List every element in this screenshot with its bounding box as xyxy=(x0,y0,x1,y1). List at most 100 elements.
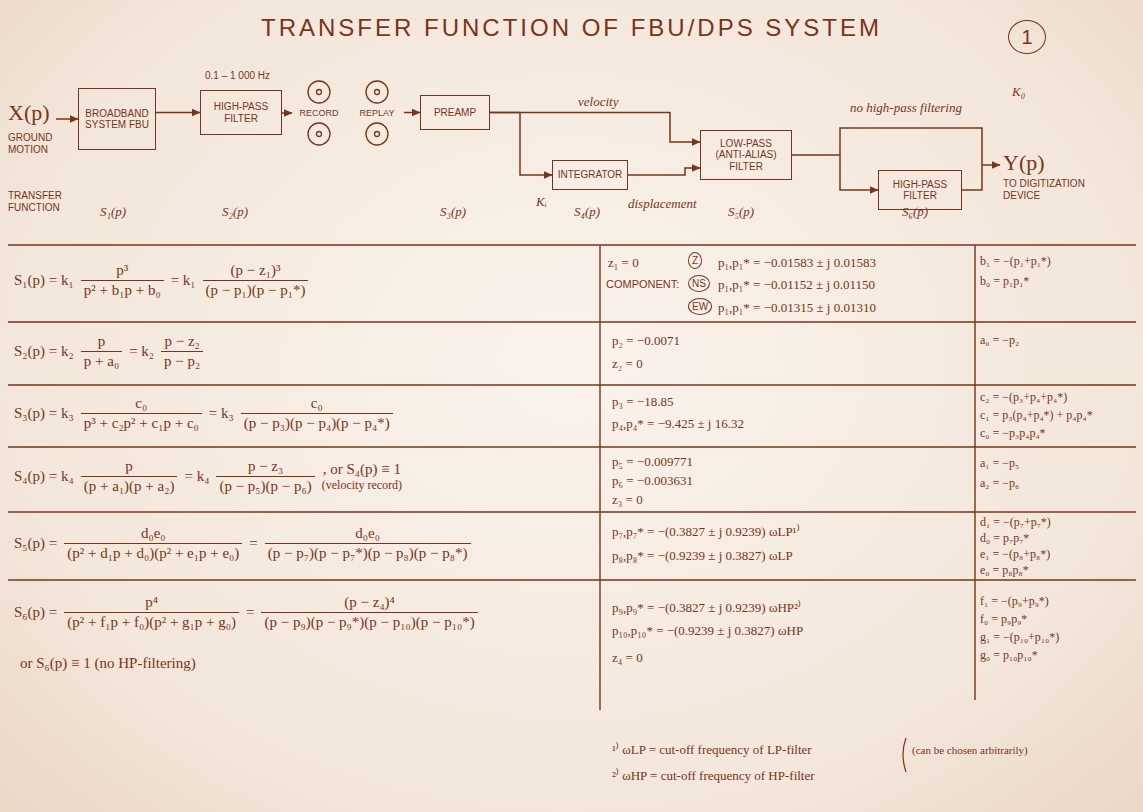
note: 0.1 – 1 000 Hz xyxy=(205,70,270,82)
bracket xyxy=(903,738,906,772)
note: TO DIGITIZATION DEVICE xyxy=(1003,178,1108,201)
function-name: S₂(p) xyxy=(222,204,248,220)
parameter: p₉,p₉* = −(0.3827 ± j 0.9239) ωHP²⁾ xyxy=(612,598,801,616)
filter-box: HIGH-PASS FILTER xyxy=(200,90,282,135)
parameter: p₁,p₁* = −0.01583 ± j 0.01583 xyxy=(718,255,876,271)
parameter: a₁ = −p₅ xyxy=(980,456,1019,471)
equation-term: = xyxy=(246,604,254,621)
parameter: f₁ = −(p₉+p₉*) xyxy=(980,594,1049,609)
equation-term: (p² + f₁p + f₀)(p² + g₁p + g₀) xyxy=(64,613,239,631)
parameter: b₁ = −(p₁+p₁*) xyxy=(980,254,1051,269)
equation-term: S₄(p) = k₄ xyxy=(14,468,74,485)
fraction: p − z₂p − p₂ xyxy=(161,333,203,370)
fraction: p⁴(p² + f₁p + f₀)(p² + g₁p + g₀) xyxy=(64,594,239,631)
equation-term: = k₃ xyxy=(209,405,234,422)
equation-term: p xyxy=(81,333,122,352)
parameter: z₃ = 0 xyxy=(612,492,643,508)
equation: S₆(p) = p⁴(p² + f₁p + f₀)(p² + g₁p + g₀) =… xyxy=(14,594,478,631)
component-tag: Z xyxy=(688,252,702,269)
parameter: c₀ = −p₃p₄p₄* xyxy=(980,426,1046,441)
signal-connector xyxy=(282,112,292,114)
parameter: p₂ = −0.0071 xyxy=(612,333,680,349)
parameter: g₀ = p₁₀p₁₀* xyxy=(980,648,1038,663)
parameter: p₅ = −0.009771 xyxy=(612,454,693,470)
equation-term: p³ + c₂p² + c₁p + c₀ xyxy=(81,414,202,432)
equation-term: S₆(p) = xyxy=(14,604,57,621)
equation-term: (p − p₅)(p − p₆) xyxy=(216,477,314,495)
parameter: a₀ = −p₂ xyxy=(980,333,1019,348)
parameter: b₀ = p₁p₁* xyxy=(980,274,1029,289)
signal-connector xyxy=(792,155,878,190)
equation-term: (p² + d₁p + d₀)(p² + e₁p + e₀) xyxy=(64,544,242,562)
equation-term: (p + a₁)(p + a₂) xyxy=(81,477,178,495)
fraction: c₀p³ + c₂p² + c₁p + c₀ xyxy=(81,395,202,432)
equation-term: (p − p₁)(p − p₁*) xyxy=(203,281,309,299)
fraction: (p − z₁)³(p − p₁)(p − p₁*) xyxy=(203,262,309,299)
equation-term: p⁴ xyxy=(64,594,239,613)
parameter: p₈,p₈* = −(0.9239 ± j 0.3827) ωLP xyxy=(612,548,793,564)
equation-term: (p − p₃)(p − p₄)(p − p₄*) xyxy=(241,414,393,432)
gain-symbol: K₀ xyxy=(1012,84,1025,100)
equation-note: or S₆(p) ≡ 1 (no HP-filtering) xyxy=(20,655,196,672)
fraction: p³p² + b₁p + b₀ xyxy=(81,262,164,299)
filter-box: LOW-PASS (ANTI-ALIAS) FILTER xyxy=(700,130,792,180)
parameter: p₃ = −18.85 xyxy=(612,394,673,410)
tape-reel-label: REPLAY xyxy=(350,105,404,121)
fraction: d₀e₀(p − p₇)(p − p₇*)(p − p₈)(p − p₈*) xyxy=(265,525,471,562)
note: TRANSFER FUNCTION xyxy=(8,190,80,213)
equation-term: p + a₀ xyxy=(81,352,122,370)
box-text: BROADBAND SYSTEM FBU xyxy=(82,108,152,131)
equation-term: = k₄ xyxy=(184,468,209,485)
parameter: p₄,p₄* = −9.425 ± j 16.32 xyxy=(612,416,744,432)
equation-term: c₀ xyxy=(81,395,202,414)
parameter: z₄ = 0 xyxy=(612,650,643,666)
equation: S₃(p) = k₃c₀p³ + c₂p² + c₁p + c₀= k₃c₀(p… xyxy=(14,395,393,432)
equation-term: p − z₃ xyxy=(216,458,314,477)
signal-wires xyxy=(56,119,1000,190)
parameter: d₀ = p₇p₇* xyxy=(980,531,1029,546)
equation-term: d₀e₀ xyxy=(64,525,242,544)
equation-term: p² + b₁p + b₀ xyxy=(81,281,164,299)
note: COMPONENT: xyxy=(606,278,679,290)
integrator-box: INTEGRATOR xyxy=(552,160,628,190)
note: displacement xyxy=(628,196,697,212)
equation-term: p − z₂ xyxy=(161,333,203,352)
equation-term: (p − p₉)(p − p₉*)(p − p₁₀)(p − p₁₀*) xyxy=(261,613,477,631)
equation-term: p xyxy=(81,458,178,477)
parameter: p₁,p₁* = −0.01152 ± j 0.01150 xyxy=(718,277,875,293)
box-text: INTEGRATOR xyxy=(558,169,623,181)
amplifier-box: PREAMP xyxy=(420,95,490,130)
page-number: 1 xyxy=(1008,20,1046,54)
equation: S₄(p) = k₄p(p + a₁)(p + a₂)= k₄p − z₃(p … xyxy=(14,458,402,495)
parameter: c₁ = p₃(p₄+p₄*) + p₄p₄* xyxy=(980,408,1093,423)
equation-term: (p − z₁)³ xyxy=(203,262,309,281)
signal-connector xyxy=(628,168,700,175)
function-name: S₅(p) xyxy=(728,204,754,220)
signal-connector xyxy=(156,112,200,114)
signal-connector xyxy=(404,112,420,114)
equation-term: S₁(p) = k₁ xyxy=(14,272,74,289)
equation: S₅(p) = d₀e₀(p² + d₁p + d₀)(p² + e₁p + e₀… xyxy=(14,525,471,562)
equation-term: S₅(p) = xyxy=(14,535,57,552)
function-name: S₁(p) xyxy=(100,204,126,220)
box-text: 1 xyxy=(1021,26,1032,49)
box-text: REPLAY xyxy=(360,108,395,118)
fraction: pp + a₀ xyxy=(81,333,122,370)
tape-reel-label: RECORD xyxy=(292,105,346,121)
parameter: z₁ = 0 xyxy=(608,255,639,271)
fraction: d₀e₀(p² + d₁p + d₀)(p² + e₁p + e₀) xyxy=(64,525,242,562)
equation-term: = k₂ xyxy=(129,343,154,360)
equation-term: = k₁ xyxy=(171,272,196,289)
component-tag: EW xyxy=(688,298,712,315)
fraction: p(p + a₁)(p + a₂) xyxy=(81,458,178,495)
box-text: LOW-PASS (ANTI-ALIAS) FILTER xyxy=(704,138,788,173)
parameter: p₁₀,p₁₀* = −(0.9239 ± j 0.3827) ωHP xyxy=(612,623,803,639)
parameter: e₀ = p₈p₈* xyxy=(980,563,1029,578)
parameter: g₁ = −(p₁₀+p₁₀*) xyxy=(980,630,1059,645)
signal-connector xyxy=(490,113,700,143)
fraction: p − z₃(p − p₅)(p − p₆) xyxy=(216,458,314,495)
function-name: S₃(p) xyxy=(440,204,466,220)
parameter: a₂ = −p₆ xyxy=(980,476,1019,491)
